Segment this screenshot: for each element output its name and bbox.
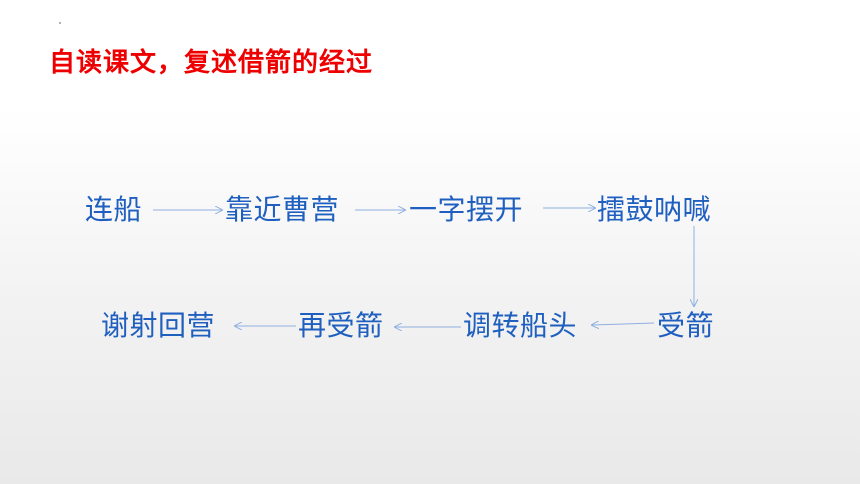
flow-node-kaojin-caoying: 靠近曹营 [225,193,340,226]
flow-node-lianchuan: 连船 [85,193,143,226]
slide-title: 自读课文，复述借箭的经过 [49,48,374,78]
flow-node-leigu-nahan: 擂鼓呐喊 [597,193,712,226]
flow-node-zai-shoujian: 再受箭 [298,309,384,342]
flow-node-xieshe-huiying: 谢射回营 [101,309,216,342]
flow-node-yizi-baikai: 一字摆开 [409,193,524,226]
decorative-dot [59,22,61,24]
flow-node-tiaozhuan-chuantou: 调转船头 [463,309,578,342]
arrow-5 [592,323,655,325]
flow-node-shoujian: 受箭 [657,309,715,342]
